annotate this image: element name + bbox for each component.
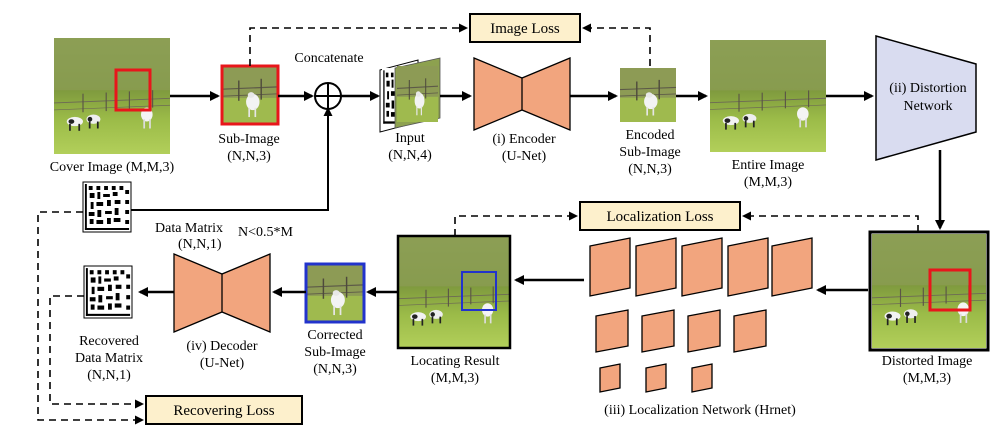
localization-loss-box [579, 201, 741, 231]
distorted-image-label-2: (M,M,3) [903, 371, 952, 386]
encoded-label-3: (N,N,3) [628, 162, 672, 177]
image-loss-arrow-left [249, 23, 468, 66]
arrow-datamatrix-to-concat [131, 107, 333, 211]
sub-region-red-box [114, 68, 152, 112]
image-loss-box [469, 13, 581, 43]
cover-image-label: Cover Image (M,M,3) [50, 160, 175, 175]
entire-image [710, 40, 826, 152]
distortion-network [875, 35, 977, 161]
recovering-loss-box [145, 395, 303, 425]
concatenate-label: Concatenate [294, 51, 363, 66]
recovering-loss-arrow-recovered [49, 295, 144, 409]
corrected-sub-image [304, 262, 366, 324]
localization-loss-arrow-left [454, 211, 578, 236]
encoder-label-2: (U-Net) [502, 149, 547, 164]
recovered-label-3: (N,N,1) [87, 368, 131, 383]
sub-image-label-1: Sub-Image [218, 132, 279, 147]
locating-result-label-2: (M,M,3) [431, 371, 480, 386]
image-loss-label: Image Loss [490, 21, 560, 37]
corrected-label-2: Sub-Image [304, 345, 365, 360]
decoder-label-2: (U-Net) [200, 356, 245, 371]
input-stack [379, 57, 441, 133]
concatenate-symbol [314, 82, 342, 110]
corrected-label-1: Corrected [307, 328, 362, 343]
encoded-label-1: Encoded [626, 128, 675, 143]
recovered-data-matrix [83, 265, 133, 319]
recovering-loss-label: Recovering Loss [173, 403, 274, 419]
locating-blue-box [461, 271, 497, 311]
recovered-label-1: Recovered [79, 334, 139, 349]
data-matrix-label-1: Data Matrix [155, 221, 223, 236]
corrected-label-3: (N,N,3) [313, 362, 357, 377]
distorted-image-label-1: Distorted Image [882, 354, 973, 369]
encoder-label-1: (i) Encoder [492, 132, 556, 147]
distortion-label-1: (ii) Distortion [889, 81, 966, 96]
sub-image-label-2: (N,N,3) [227, 149, 271, 164]
distortion-label-2: Network [904, 99, 953, 114]
cover-image [54, 38, 170, 154]
image-loss-arrow-right [582, 23, 651, 66]
entire-image-label-1: Entire Image [732, 158, 805, 173]
recovered-label-2: Data Matrix [75, 351, 143, 366]
n-constraint-label: N<0.5*M [238, 225, 294, 240]
input-label-1: Input [395, 131, 425, 146]
entire-image-label-2: (M,M,3) [744, 175, 793, 190]
encoded-sub-image [620, 68, 676, 122]
localization-loss-label: Localization Loss [606, 209, 713, 225]
localization-network-label: (iii) Localization Network (Hrnet) [604, 403, 796, 418]
input-label-2: (N,N,4) [388, 148, 432, 163]
localization-network [589, 237, 813, 393]
encoded-label-2: Sub-Image [619, 145, 680, 160]
data-matrix-label-2: (N,N,1) [178, 237, 222, 252]
recovering-loss-arrow-data-matrix [37, 211, 144, 425]
data-matrix [82, 181, 132, 233]
locating-result [396, 234, 512, 350]
locating-result-label-1: Locating Result [410, 354, 499, 369]
distorted-image [868, 230, 990, 352]
sub-image [220, 64, 280, 126]
distorted-red-box [928, 268, 972, 312]
localization-loss-arrow-right [742, 211, 919, 232]
decoder-label-1: (iv) Decoder [186, 339, 257, 354]
